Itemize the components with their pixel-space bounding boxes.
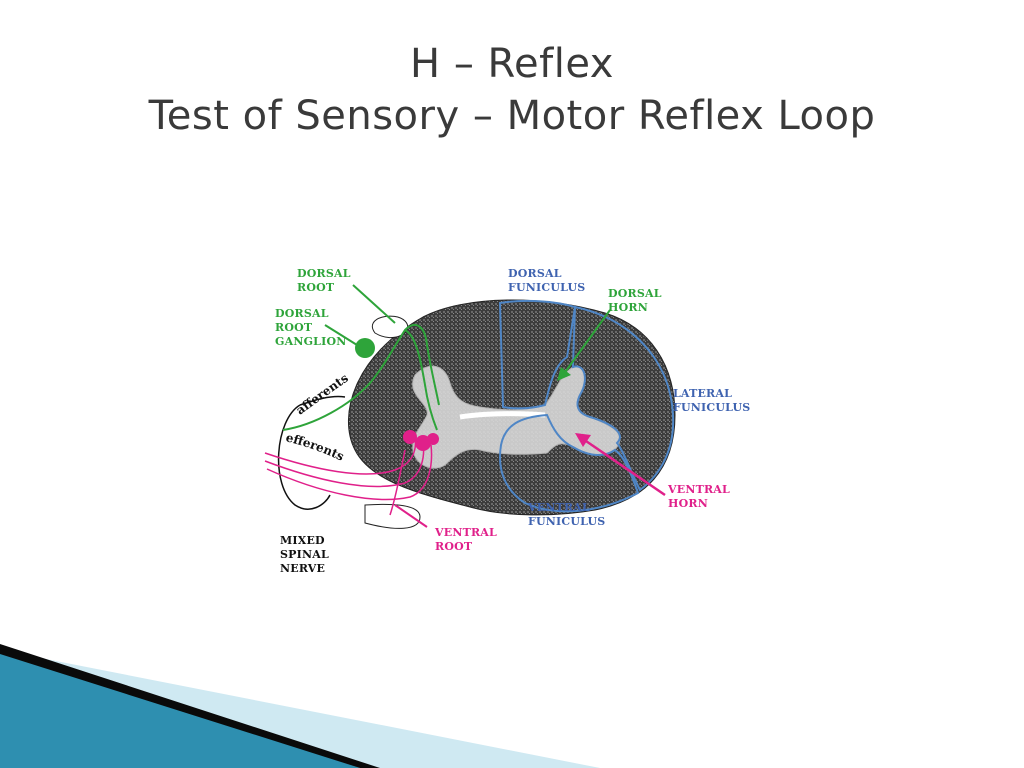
label-dorsal-root-ganglion: DORSAL ROOT GANGLION	[275, 307, 347, 348]
spinal-cord-diagram: afferents efferents DORSAL ROOT DORSAL R…	[255, 255, 775, 595]
central-commissure	[459, 411, 546, 420]
ventral-funiculus-outline	[499, 413, 640, 513]
efferents-label: efferents	[284, 430, 346, 463]
afferents-label: afferents	[293, 371, 351, 418]
label-mixed-spinal-nerve: MIXED SPINAL NERVE	[280, 534, 329, 575]
lateral-funiculus-outline	[571, 305, 675, 492]
motor-neuron-3	[427, 433, 439, 445]
label-dorsal-funiculus: DORSAL FUNICULUS	[508, 267, 586, 294]
title-line-1: H – Reflex	[410, 41, 614, 87]
dorsal-root-pointer	[352, 284, 396, 324]
dorsal-horn-pointer	[562, 309, 611, 376]
motor-neuron-1	[403, 430, 417, 444]
label-ventral-funiculus: VENTRAL FUNICULUS	[528, 501, 606, 528]
spinal-cord-cross-section: afferents efferents	[264, 284, 676, 529]
label-dorsal-root: DORSAL ROOT	[297, 267, 351, 294]
label-ventral-horn: VENTRAL HORN	[668, 483, 730, 510]
ventral-root-pointer	[394, 504, 428, 528]
corner-decoration	[0, 644, 600, 768]
afferent-pathway	[282, 324, 440, 431]
dorsal-root-ganglion-dot	[355, 338, 375, 358]
label-ventral-root: VENTRAL ROOT	[435, 526, 497, 553]
title-line-2: Test of Sensory – Motor Reflex Loop	[148, 93, 876, 139]
dorsal-horn-arrowhead	[557, 367, 571, 381]
ventral-horn-pointer	[582, 437, 666, 497]
ventral-horn-arrowhead	[575, 433, 591, 447]
ganglion-pointer	[324, 324, 358, 346]
dorsal-funiculus-outline	[498, 299, 577, 410]
dorsal-root-bulb	[372, 315, 408, 339]
deco-dark-band	[0, 644, 380, 768]
efferent-pathway	[264, 436, 417, 475]
slide-title: H – Reflex Test of Sensory – Motor Refle…	[0, 38, 1024, 142]
mixed-spinal-nerve-loop	[277, 404, 331, 510]
ventral-root-bulb	[364, 503, 421, 529]
label-dorsal-horn: DORSAL HORN	[608, 287, 662, 314]
grey-matter	[412, 365, 621, 469]
label-lateral-funiculus: LATERAL FUNICULUS	[673, 387, 751, 414]
